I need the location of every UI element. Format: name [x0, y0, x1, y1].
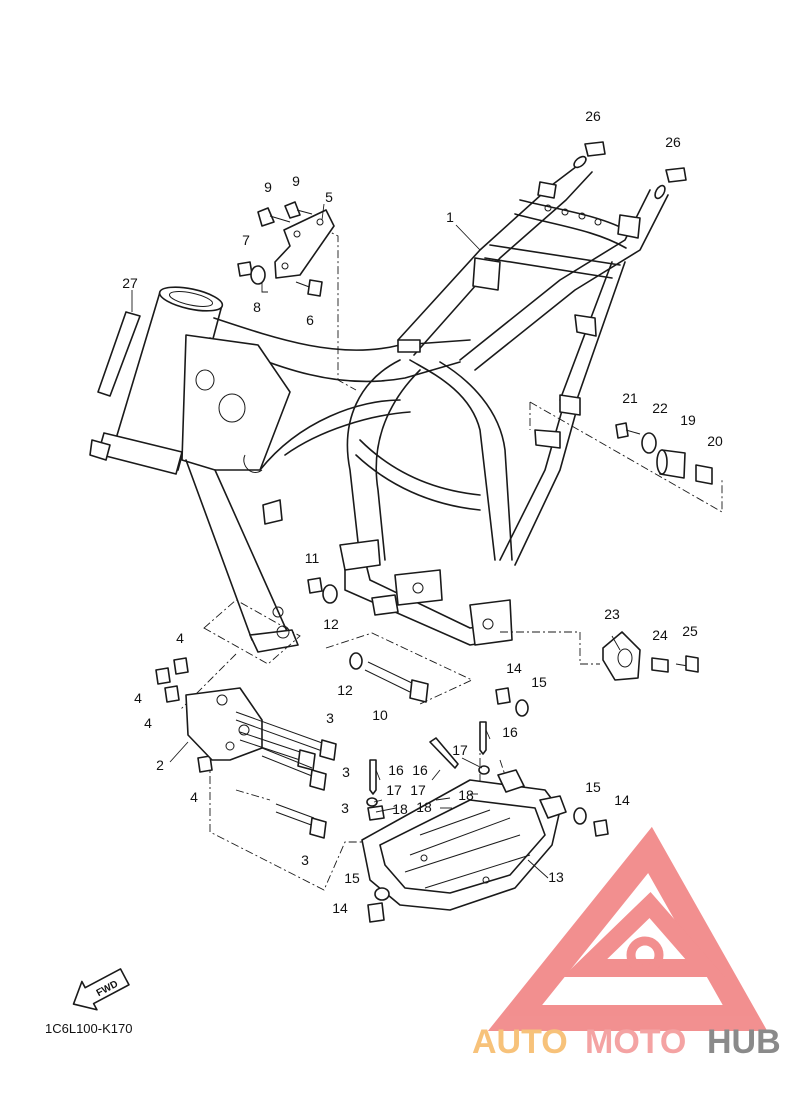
washer-8 — [250, 265, 266, 285]
callout-leaders — [131, 203, 621, 879]
callout-9b: 9 — [292, 173, 300, 189]
callout-4a: 4 — [176, 630, 184, 646]
callout-17a: 17 — [452, 742, 468, 758]
bolt-21 — [615, 422, 641, 439]
callout-15b: 15 — [585, 779, 601, 795]
bolt-14c — [367, 902, 385, 923]
watermark-logo-icon — [487, 826, 768, 1031]
pin-16a — [479, 721, 487, 755]
watermark-auto: AUTO — [472, 1023, 568, 1061]
callout-9a: 9 — [264, 179, 272, 195]
callout-15a: 15 — [531, 674, 547, 690]
cap-26-left — [584, 141, 606, 157]
callout-4b: 4 — [134, 690, 142, 706]
fwd-arrow-icon: FWD — [72, 968, 130, 1011]
engine-bracket-5 — [274, 209, 335, 279]
nut-11 — [307, 577, 323, 594]
nut-4a — [173, 657, 189, 675]
collar-24 — [651, 657, 669, 673]
callout-2: 2 — [156, 757, 164, 773]
washer-15a — [515, 699, 529, 717]
callout-3b: 3 — [342, 764, 350, 780]
callout-4d: 4 — [190, 789, 198, 805]
clip-17c — [366, 797, 378, 807]
callout-16b: 16 — [388, 762, 404, 778]
callout-24: 24 — [652, 627, 668, 643]
washer-12a — [322, 584, 338, 604]
washer-15c — [374, 887, 390, 901]
bolt-3c — [261, 747, 327, 791]
diagram-code: 1C6L100-K170 — [45, 1021, 132, 1036]
clip-nut-18c — [367, 805, 385, 821]
callout-16a: 16 — [502, 724, 518, 740]
washer-12b — [349, 652, 363, 670]
callout-27: 27 — [122, 275, 138, 291]
washer-22 — [641, 432, 657, 454]
watermark-moto: MOTO — [585, 1023, 686, 1061]
callout-13: 13 — [548, 869, 564, 885]
callout-5: 5 — [325, 189, 333, 205]
callout-1: 1 — [446, 209, 454, 225]
bolt-14b — [593, 819, 609, 837]
nut-4b — [155, 667, 171, 685]
nut-4d — [197, 755, 213, 773]
callout-23: 23 — [604, 606, 620, 622]
callout-18b: 18 — [416, 799, 432, 815]
bolt-6 — [295, 279, 323, 297]
callout-12b: 12 — [337, 682, 353, 698]
callout-19: 19 — [680, 412, 696, 428]
damper-19 — [656, 449, 686, 479]
callout-17c: 17 — [410, 782, 426, 798]
bolt-9b — [284, 201, 313, 219]
callout-labels: 26 26 1 9 9 5 7 8 6 27 21 22 19 20 11 12… — [122, 108, 723, 916]
callout-4c: 4 — [144, 715, 152, 731]
callout-16c: 16 — [412, 762, 428, 778]
callout-6: 6 — [306, 312, 314, 328]
callout-26b: 26 — [665, 134, 681, 150]
nut-4c — [164, 685, 180, 703]
callout-17b: 17 — [386, 782, 402, 798]
callout-18a: 18 — [458, 787, 474, 803]
callout-22: 22 — [652, 400, 668, 416]
callout-8: 8 — [253, 299, 261, 315]
engine-mount-plate-2 — [185, 687, 263, 761]
callout-14c: 14 — [332, 900, 348, 916]
callout-3d: 3 — [301, 852, 309, 868]
callout-21: 21 — [622, 390, 638, 406]
washer-15b — [573, 807, 587, 825]
bolt-9a — [257, 207, 291, 227]
bolt-3b — [239, 731, 316, 771]
watermark-hub: HUB — [707, 1023, 781, 1061]
callout-11: 11 — [305, 550, 320, 566]
watermark-text: AUTO MOTO HUB — [472, 1023, 781, 1061]
pin-16b — [429, 737, 459, 769]
callout-15c: 15 — [344, 870, 360, 886]
bolt-3d — [275, 803, 327, 839]
main-frame — [89, 155, 669, 653]
bolt-10 — [364, 661, 429, 703]
bolt-14a — [495, 687, 511, 705]
callout-20: 20 — [707, 433, 723, 449]
callout-25: 25 — [682, 623, 698, 639]
damper-23 — [602, 631, 641, 681]
callout-3a: 3 — [326, 710, 334, 726]
guide-27 — [97, 311, 141, 397]
collar-20 — [695, 464, 713, 485]
bolt-3a — [235, 711, 337, 761]
nut-7 — [237, 261, 253, 277]
callout-14a: 14 — [506, 660, 522, 676]
callout-26a: 26 — [585, 108, 601, 124]
callout-18c: 18 — [392, 801, 408, 817]
callout-14b: 14 — [614, 792, 630, 808]
cap-26-right — [665, 167, 687, 183]
pin-16c — [369, 759, 377, 795]
bolt-25 — [675, 655, 699, 673]
callout-12a: 12 — [323, 616, 339, 632]
callout-7: 7 — [242, 232, 250, 248]
callout-3c: 3 — [341, 800, 349, 816]
callout-10: 10 — [372, 707, 388, 723]
